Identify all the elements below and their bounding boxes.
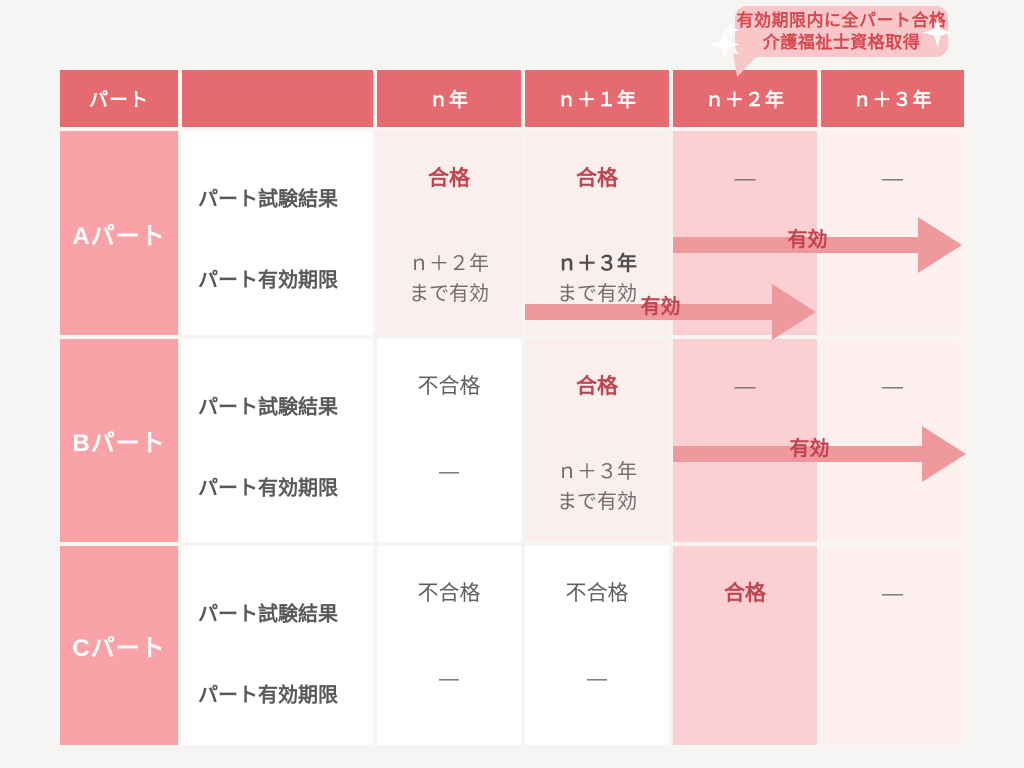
validity-line1: ｎ＋３年 [557,461,637,483]
cell-c-n: 不合格 ― [377,546,521,745]
validity-text: ｎ＋３年 まで有効 [525,457,669,517]
arrow-label: 有効 [787,229,828,251]
cell-a-n1: 合格 ｎ＋３年 まで有効 [525,131,669,335]
exam-result-label: パート試験結果 [198,396,338,419]
validity-text: ― [377,664,521,694]
header-cell-blank [182,70,373,127]
validity-line1: ｎ＋３年 [557,253,637,275]
header-cell-year-n: ｎ年 [377,70,521,127]
validity-period-label: パート有効期限 [198,684,338,707]
validity-arrow-b: 有効 [673,426,966,482]
validity-line1: ― [587,668,607,690]
callout-line2: 介護福祉士資格取得 [762,33,921,52]
header-cell-part: パート [60,70,178,127]
exam-result: ― [734,167,756,190]
row-c-desc: パート試験結果 パート有効期限 [182,546,373,745]
exam-result-label: パート試験結果 [198,603,338,626]
exam-result: ― [734,375,756,398]
validity-arrow-a-upper: 有効 [673,217,962,273]
validity-period-label: パート有効期限 [198,477,338,500]
validity-period-label: パート有効期限 [198,269,338,292]
validity-line1: ― [439,461,459,483]
row-b-part-label: Bパート [60,339,178,542]
arrow-shaft [525,304,774,320]
validity-line2: まで有効 [409,283,489,305]
cell-a-n: 合格 ｎ＋２年 まで有効 [377,131,521,335]
arrow-label: 有効 [640,296,681,318]
row-c-part-label: Cパート [60,546,178,745]
header-cell-year-n1: ｎ＋１年 [525,70,669,127]
exam-result: 不合格 [417,582,481,605]
arrow-shaft [673,237,920,253]
cell-c-n3: ― [821,546,964,745]
exam-result: 合格 [428,167,470,190]
arrow-shaft [673,446,924,462]
cell-b-n1: 合格 ｎ＋３年 まで有効 [525,339,669,542]
exam-result: ― [882,375,903,398]
validity-line2: まで有効 [557,283,637,305]
row-a-desc: パート試験結果 パート有効期限 [182,131,373,335]
qualification-table: パート ｎ年 ｎ＋１年 ｎ＋２年 ｎ＋３年 Aパート パート試験結果 パート有効… [60,70,964,745]
validity-line1: ― [439,668,459,690]
validity-text: ｎ＋２年 まで有効 [377,249,521,309]
exam-result: ― [882,167,903,190]
arrow-label: 有効 [789,438,830,460]
exam-result: 合格 [576,167,618,190]
validity-arrow-a-lower: 有効 [525,284,816,340]
validity-text: ― [525,664,669,694]
header-cell-year-n3: ｎ＋３年 [821,70,964,127]
validity-line1: ｎ＋２年 [409,253,489,275]
exam-result: 不合格 [565,582,629,605]
exam-result: ― [882,582,903,605]
callout-line1: 有効期限内に全パート合格 [736,11,947,30]
cell-b-n: 不合格 ― [377,339,521,542]
row-b-desc: パート試験結果 パート有効期限 [182,339,373,542]
cell-c-n2: 合格 [673,546,817,745]
validity-text: ― [377,457,521,487]
cell-c-n1: 不合格 ― [525,546,669,745]
exam-result-label: パート試験結果 [198,188,338,211]
validity-text: ｎ＋３年 まで有効 [525,249,669,309]
exam-result: 合格 [724,582,766,605]
callout-bubble: 有効期限内に全パート合格 介護福祉士資格取得 [735,6,948,57]
exam-result: 不合格 [417,375,481,398]
header-cell-year-n2: ｎ＋２年 [673,70,817,127]
cell-b-n2: ― [673,339,817,542]
exam-result: 合格 [576,375,618,398]
row-a-part-label: Aパート [60,131,178,335]
validity-line2: まで有効 [557,491,637,513]
